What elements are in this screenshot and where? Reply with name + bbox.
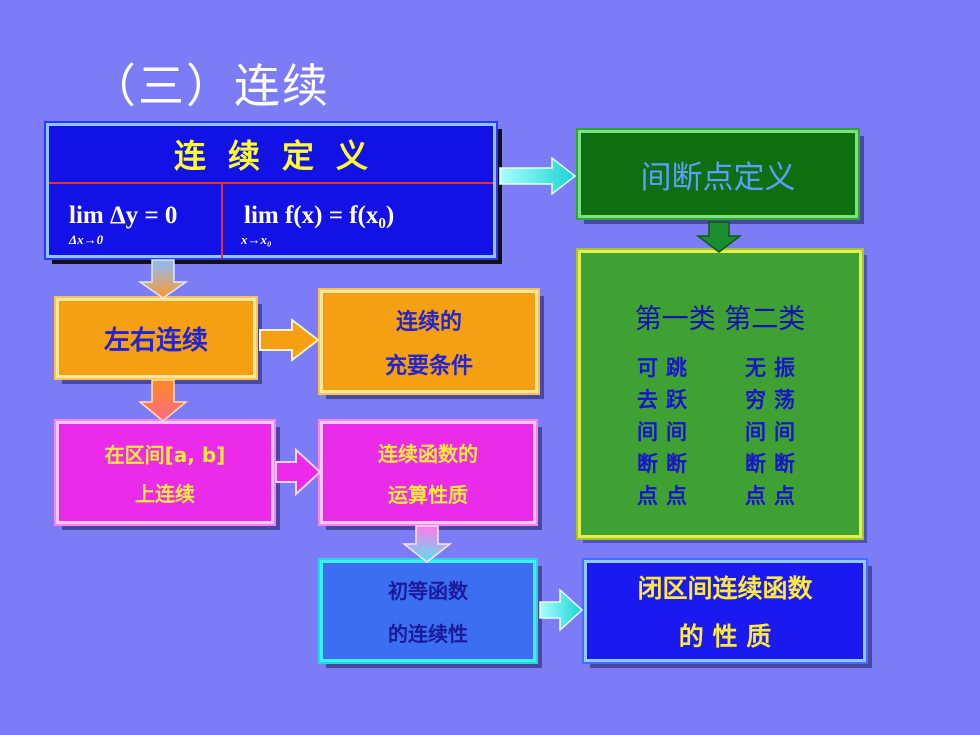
first-kind-row: 断断 — [637, 452, 695, 476]
condition-line-1: 连续的 — [395, 309, 462, 335]
arrow-operations-to-elementary — [401, 525, 453, 563]
second-kind-row: 无振 — [745, 356, 803, 380]
function-limit-formula: lim f(x) = f(x₀) — [244, 202, 395, 229]
increment-limit-formula: lim Δy = 0 — [69, 202, 178, 229]
continuity-definition-header: 连续定义 — [49, 126, 493, 184]
first-kind-row: 间间 — [637, 420, 695, 444]
arrow-discontinuity-to-types — [695, 221, 743, 253]
second-kind-row: 点点 — [745, 484, 803, 508]
discontinuity-definition-label: 间断点定义 — [640, 159, 796, 196]
necessary-sufficient-condition-box: 连续的 充要条件 — [318, 288, 540, 395]
arrow-left-right-to-condition — [259, 317, 320, 363]
interval-continuity-box: 在区间[a, b] 上连续 — [54, 419, 276, 526]
first-kind-row: 点点 — [637, 484, 695, 508]
discontinuity-types-box: 第一类 第二类 可跳 去跃 间间 断断 点点 无振 穷荡 间间 断断 点点 — [576, 248, 864, 540]
function-limit-subscript: x→x₀ — [241, 232, 272, 247]
discontinuity-definition-box: 间断点定义 — [576, 128, 860, 220]
operations-line-1: 连续函数的 — [378, 441, 478, 466]
increment-limit-subscript: Δx→0 — [69, 232, 104, 247]
first-kind-row: 去跃 — [637, 388, 695, 412]
closed-interval-properties-box: 闭区间连续函数 的 性 质 — [582, 558, 868, 664]
first-kind-row: 可跳 — [637, 356, 695, 380]
left-right-continuity-label: 左右连续 — [103, 325, 208, 356]
elementary-line-2: 的连续性 — [388, 622, 468, 646]
arrow-left-right-to-interval — [137, 379, 189, 422]
arrow-interval-to-operations — [275, 447, 322, 497]
interval-line-2: 上连续 — [135, 481, 195, 506]
left-right-continuity-box: 左右连续 — [54, 296, 258, 380]
condition-line-2: 充要条件 — [384, 353, 473, 379]
second-kind-row: 间间 — [745, 420, 803, 444]
continuity-definition-box: 连续定义 lim Δy = 0 Δx→0 lim f(x) = f(x₀) x→… — [44, 121, 498, 260]
second-kind-row: 穷荡 — [745, 388, 803, 412]
arrow-elementary-to-closed — [539, 588, 584, 632]
second-kind-row: 断断 — [745, 452, 803, 476]
elementary-line-1: 初等函数 — [388, 579, 468, 603]
slide-title: （三）连续 — [90, 59, 330, 113]
interval-line-1: 在区间[a, b] — [104, 442, 226, 467]
arrow-definition-to-discontinuity — [499, 156, 577, 196]
definition-divider — [221, 184, 223, 258]
discontinuity-types-header: 第一类 第二类 — [634, 304, 806, 335]
closed-interval-line-2: 的 性 质 — [678, 622, 772, 651]
arrow-definition-to-left-right — [137, 259, 189, 299]
discontinuity-types-columns: 可跳 去跃 间间 断断 点点 无振 穷荡 间间 断断 点点 — [581, 353, 859, 511]
first-kind-column: 可跳 去跃 间间 断断 点点 — [637, 353, 695, 511]
second-kind-column: 无振 穷荡 间间 断断 点点 — [745, 353, 803, 511]
operation-properties-box: 连续函数的 运算性质 — [318, 419, 538, 526]
closed-interval-line-1: 闭区间连续函数 — [637, 574, 813, 603]
operations-line-2: 运算性质 — [388, 482, 468, 507]
